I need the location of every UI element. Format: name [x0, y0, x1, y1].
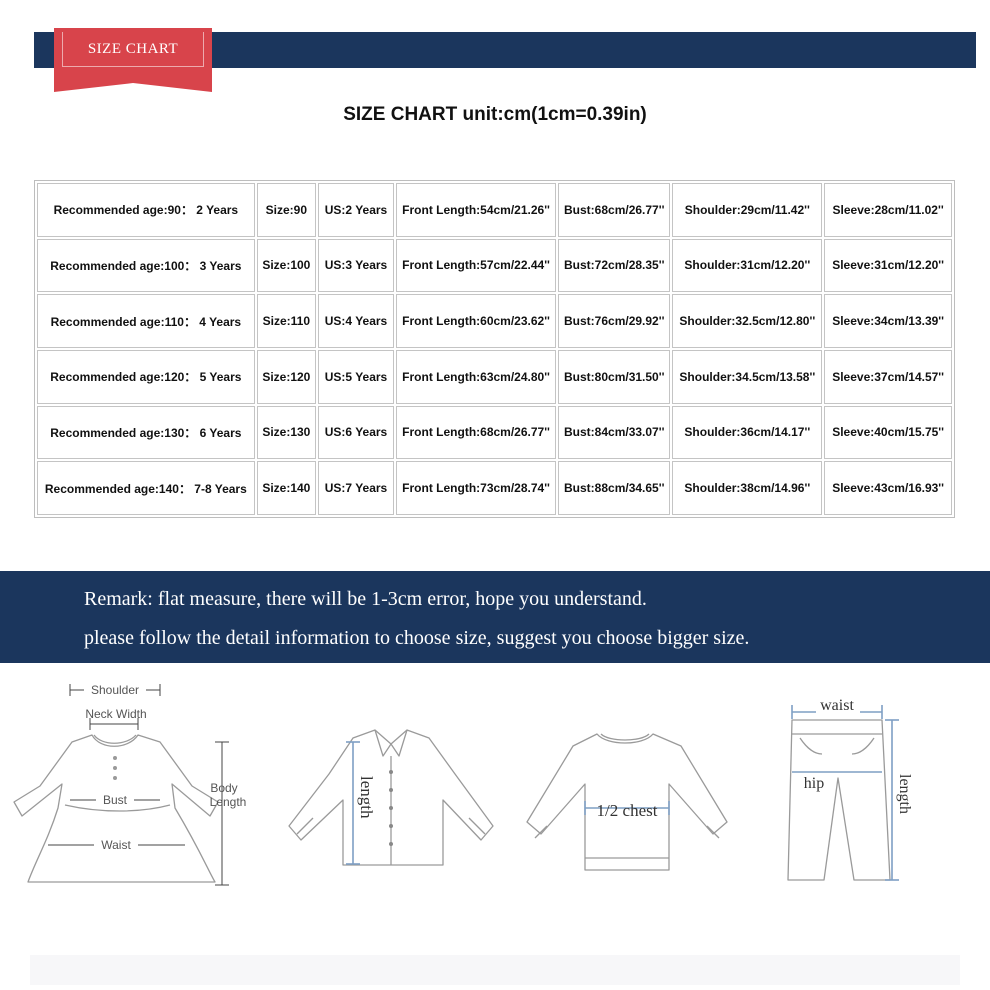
- dress-body-label: Body: [210, 781, 237, 795]
- cell-front-length: Front Length:57cm/22.44'': [395, 238, 557, 293]
- cell-shoulder: Shoulder:32.5cm/12.80'': [672, 294, 823, 348]
- bottom-fade: [30, 955, 960, 985]
- dress-waist-label: Waist: [101, 838, 131, 852]
- cell-age: Recommended age:120： 5 Years: [37, 349, 255, 404]
- dress-neck-width-label: Neck Width: [85, 707, 146, 721]
- cell-size: Size:90: [256, 183, 316, 237]
- cell-bust: Bust:84cm/33.07'': [558, 405, 671, 460]
- cell-sleeve: Sleeve:43cm/16.93'': [824, 461, 952, 515]
- sweater-chest-label: 1/2 chest: [597, 801, 658, 820]
- cell-bust: Bust:68cm/26.77'': [558, 183, 671, 237]
- cell-age: Recommended age:110： 4 Years: [37, 294, 255, 348]
- cell-size: Size:110: [256, 294, 316, 348]
- cell-front-length: Front Length:63cm/24.80'': [395, 349, 557, 404]
- cell-bust: Bust:88cm/34.65'': [558, 461, 671, 515]
- size-chart-badge: SIZE CHART: [54, 28, 212, 92]
- cell-front-length: Front Length:54cm/21.26'': [395, 183, 557, 237]
- sweater-measure-diagram: 1/2 chest: [517, 730, 737, 875]
- cell-age: Recommended age:130： 6 Years: [37, 405, 255, 460]
- shirt-length-label: length: [357, 776, 376, 819]
- cell-us-size: US:7 Years: [317, 461, 394, 515]
- cell-bust: Bust:72cm/28.35'': [558, 238, 671, 293]
- cell-size: Size:100: [256, 238, 316, 293]
- cell-bust: Bust:76cm/29.92'': [558, 294, 671, 348]
- cell-us-size: US:2 Years: [317, 183, 394, 237]
- cell-sleeve: Sleeve:37cm/14.57'': [824, 349, 952, 404]
- cell-sleeve: Sleeve:34cm/13.39'': [824, 294, 952, 348]
- pants-measure-diagram: waist hip length: [780, 690, 930, 890]
- cell-front-length: Front Length:68cm/26.77'': [395, 405, 557, 460]
- cell-age: Recommended age:140： 7-8 Years: [37, 461, 255, 515]
- dress-measure-diagram: Shoulder Neck Width Bust Waist Body Leng…: [10, 680, 260, 890]
- cell-shoulder: Shoulder:29cm/11.42'': [672, 183, 823, 237]
- cell-size: Size:130: [256, 405, 316, 460]
- cell-size: Size:140: [256, 461, 316, 515]
- pants-length-label: length: [896, 774, 913, 814]
- cell-age: Recommended age:90： 2 Years: [37, 183, 255, 237]
- cell-shoulder: Shoulder:31cm/12.20'': [672, 238, 823, 293]
- cell-us-size: US:3 Years: [317, 238, 394, 293]
- cell-size: Size:120: [256, 349, 316, 404]
- remark-line-2: please follow the detail information to …: [84, 627, 750, 649]
- shirt-measure-diagram: length: [283, 729, 498, 870]
- pants-waist-label: waist: [820, 697, 854, 714]
- cell-shoulder: Shoulder:36cm/14.17'': [672, 405, 823, 460]
- cell-sleeve: Sleeve:28cm/11.02'': [824, 183, 952, 237]
- remark-banner: Remark: flat measure, there will be 1-3c…: [0, 571, 990, 663]
- page-title: SIZE CHART unit:cm(1cm=0.39in): [343, 104, 647, 125]
- cell-us-size: US:4 Years: [317, 294, 394, 348]
- remark-line-1: Remark: flat measure, there will be 1-3c…: [84, 588, 647, 610]
- pants-hip-label: hip: [804, 775, 824, 792]
- cell-age: Recommended age:100： 3 Years: [37, 238, 255, 293]
- size-chart-badge-label: SIZE CHART: [62, 32, 204, 67]
- cell-front-length: Front Length:60cm/23.62'': [395, 294, 557, 348]
- cell-bust: Bust:80cm/31.50'': [558, 349, 671, 404]
- dress-length-label: Length: [210, 795, 247, 809]
- cell-sleeve: Sleeve:31cm/12.20'': [824, 238, 952, 293]
- cell-front-length: Front Length:73cm/28.74'': [395, 461, 557, 515]
- cell-us-size: US:5 Years: [317, 349, 394, 404]
- cell-sleeve: Sleeve:40cm/15.75'': [824, 405, 952, 460]
- cell-us-size: US:6 Years: [317, 405, 394, 460]
- dress-shoulder-label: Shoulder: [91, 683, 139, 697]
- cell-shoulder: Shoulder:34.5cm/13.58'': [672, 349, 823, 404]
- dress-bust-label: Bust: [103, 793, 128, 807]
- cell-shoulder: Shoulder:38cm/14.96'': [672, 461, 823, 515]
